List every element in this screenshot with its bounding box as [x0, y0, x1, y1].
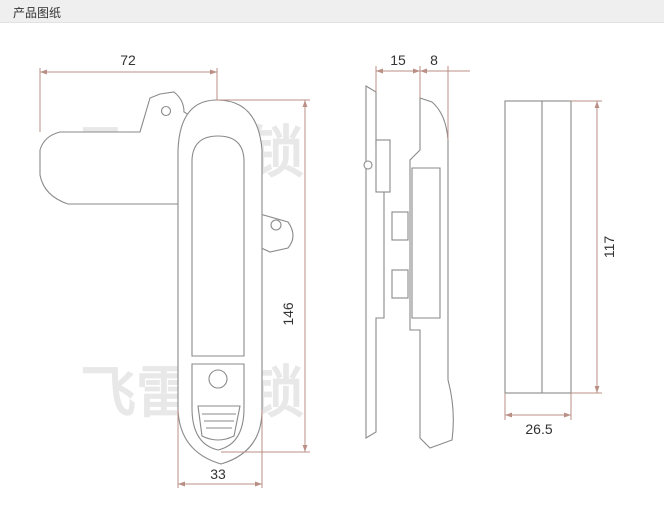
dim-label-72: 72 — [120, 52, 136, 68]
side-cam-block — [375, 139, 391, 193]
header-title: 产品图纸 — [13, 6, 62, 20]
dim-label-146: 146 — [280, 302, 296, 326]
push-button — [197, 405, 241, 441]
dim-label-8: 8 — [430, 52, 438, 68]
mount-hole-bottom — [270, 219, 282, 231]
dim-label-26-5: 26.5 — [525, 421, 552, 437]
side-screw-upper — [391, 211, 409, 241]
mount-hole-top — [160, 105, 172, 117]
header-bar: 产品图纸 — [0, 0, 664, 23]
dimension-labels: 72 15 8 146 117 33 26.5 — [120, 52, 617, 482]
handle-inner-grip — [191, 135, 245, 357]
end-block — [504, 100, 572, 394]
side-base-plate — [365, 85, 385, 439]
side-view — [363, 85, 454, 449]
end-view — [504, 100, 572, 394]
dim-label-117: 117 — [601, 236, 617, 259]
dim-label-33: 33 — [210, 466, 226, 482]
side-pivot — [363, 160, 373, 170]
dimension-lines — [39, 66, 602, 488]
dim-label-15: 15 — [390, 52, 406, 68]
side-inner-shell — [411, 167, 441, 319]
front-view — [39, 91, 294, 465]
key-cylinder — [208, 369, 228, 389]
side-screw-lower — [391, 269, 409, 299]
